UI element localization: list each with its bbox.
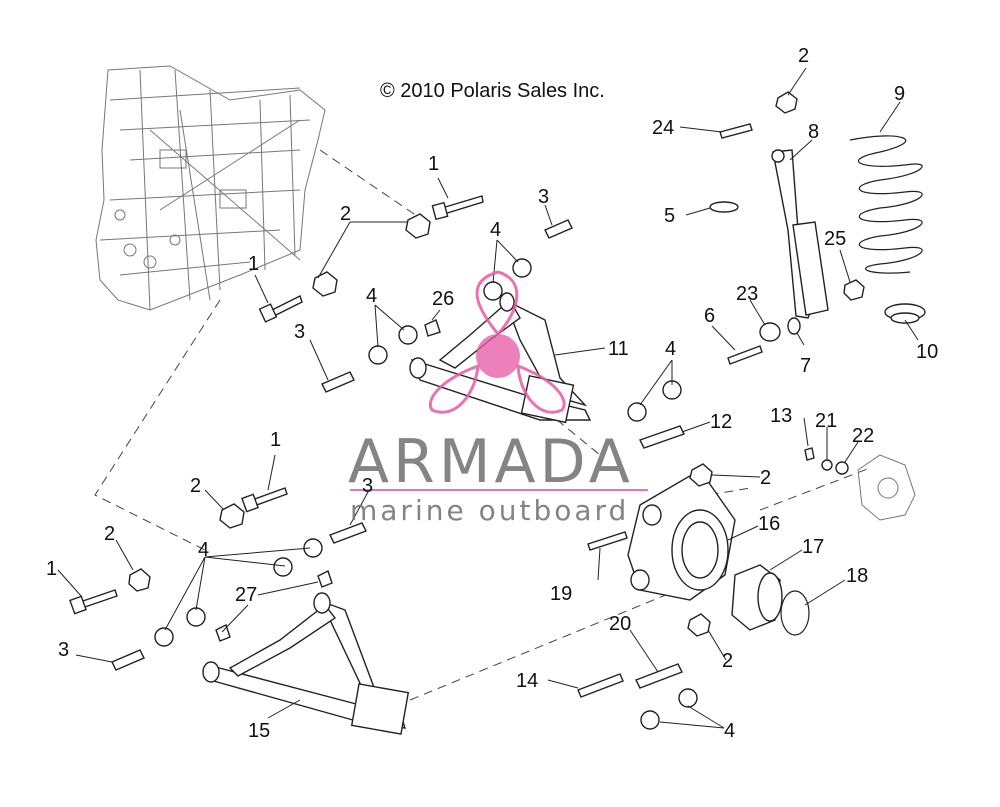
callout-13: 13 [770,405,792,427]
callout-2: 2 [340,203,351,225]
callout-4: 4 [198,539,209,561]
callout-2: 2 [104,523,115,545]
retaining-ring [780,590,810,636]
leader-lines [57,67,919,729]
copyright-notice: © 2010 Polaris Sales Inc. [380,80,605,102]
callout-23: 23 [736,283,758,305]
callout-1: 1 [248,253,259,275]
callout-17: 17 [802,536,824,558]
watermark-logo: ARMADA marine outboard [348,270,648,527]
propeller-icon [428,270,566,414]
wheel-bearing [731,564,783,631]
hub-knuckle [627,469,736,601]
callout-27: 27 [235,584,257,606]
callout-21: 21 [815,410,837,432]
callout-4: 4 [724,720,735,742]
callout-8: 8 [808,121,819,143]
watermark-tagline: marine outboard [350,494,629,527]
coil-spring [849,135,923,274]
callout-22: 22 [852,425,874,447]
callout-3: 3 [362,475,373,497]
callout-19: 19 [550,583,572,605]
callout-1: 1 [270,429,281,451]
callout-6: 6 [704,305,715,327]
brake-caliper [857,454,916,521]
callout-3: 3 [538,186,549,208]
callout-2: 2 [760,467,771,489]
callout-11: 11 [608,338,629,360]
callout-16: 16 [758,513,780,535]
callout-5: 5 [664,205,675,227]
callout-15: 15 [248,720,270,742]
callout-3: 3 [58,639,69,661]
callout-4: 4 [665,338,676,360]
callout-1: 1 [46,558,57,580]
callout-24: 24 [652,117,674,139]
callout-20: 20 [609,613,631,635]
callout-2: 2 [722,650,733,672]
hardware-parts [69,91,865,730]
callout-25: 25 [824,228,846,250]
callout-3: 3 [294,321,305,343]
shock-absorber [771,149,829,319]
callout-12: 12 [710,411,732,433]
callout-14: 14 [516,670,538,692]
callout-4: 4 [490,219,501,241]
vehicle-frame [95,65,326,311]
callout-labels: 1 1 1 1 2 2 2 2 2 2 3 3 3 3 4 4 4 4 4 5 … [46,45,938,742]
callout-9: 9 [894,83,905,105]
callout-7: 7 [800,355,811,377]
callout-2: 2 [190,475,201,497]
callout-1: 1 [428,153,439,175]
callout-18: 18 [846,565,868,587]
watermark-brand: ARMADA [348,427,634,497]
callout-10: 10 [916,341,938,363]
lower-a-arm [202,592,410,735]
callout-26: 26 [432,288,454,310]
callout-2: 2 [798,45,809,67]
callout-4: 4 [366,285,377,307]
spring-retainer [884,303,926,324]
